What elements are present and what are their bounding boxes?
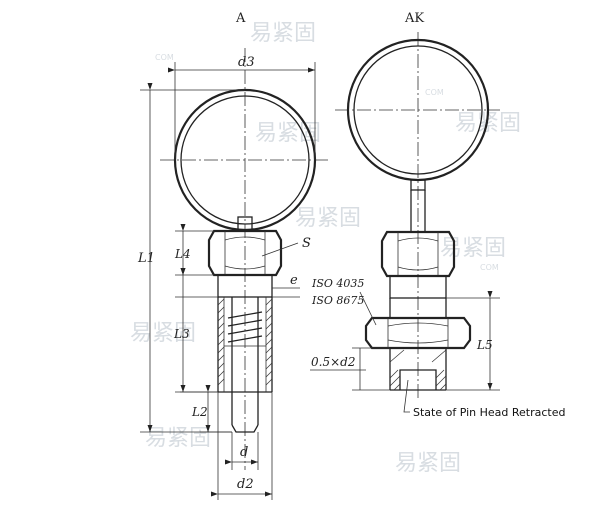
dim-L5: L5: [476, 338, 493, 352]
lock-nut-arc: [387, 322, 449, 327]
dimensions-a: d3 L1 L4 L3 L2 S e d: [137, 55, 316, 500]
watermark-small: COM: [480, 263, 499, 272]
view-ak: [335, 32, 500, 400]
retracted-note: State of Pin Head Retracted: [413, 406, 566, 419]
hex-body: [207, 229, 283, 277]
watermark: 易紧固: [295, 206, 361, 231]
spec-iso-4035: ISO 4035: [311, 277, 364, 290]
pull-ring-inner: [180, 95, 310, 225]
recess-hatching: [389, 349, 447, 391]
section-hatching: [217, 298, 273, 386]
body-collar: [217, 274, 273, 298]
watermark: 易紧固: [395, 451, 461, 476]
watermark-small: COM: [155, 53, 174, 62]
spec-thread: 0.5×d2: [311, 355, 355, 369]
pull-ring-inner-ak: [353, 45, 483, 175]
hex-chamfer-arc: [224, 265, 266, 270]
watermark: 易紧固: [145, 426, 211, 451]
watermark-small: COM: [425, 88, 444, 97]
hex-chamfer-ak: [397, 237, 439, 242]
spec-iso-8675: ISO 8675: [311, 294, 364, 307]
dim-d2: d2: [237, 477, 254, 492]
watermark: 易紧固: [250, 21, 316, 46]
S-leader: [261, 242, 299, 257]
dim-d3: d3: [238, 55, 255, 70]
hex-chamfer-arc: [224, 236, 266, 241]
watermark: 易紧固: [440, 236, 506, 261]
view-label-a: A: [235, 11, 246, 26]
dim-L3: L3: [173, 327, 190, 341]
dim-L4: L4: [174, 247, 191, 261]
watermark: 易紧固: [255, 121, 321, 146]
lock-nut: [364, 316, 472, 350]
view-label-ak: AK: [404, 11, 424, 26]
ring-neck-top-ak: [410, 179, 426, 191]
note-leader: [403, 379, 410, 413]
lock-nut-arc: [387, 339, 449, 344]
hex-chamfer-ak: [397, 266, 439, 271]
hex-body-ak: [380, 230, 456, 278]
dim-S: S: [302, 236, 311, 251]
pin-tip: [231, 424, 259, 433]
dimensions-ak: ISO 4035 ISO 8675 0.5×d2 L5 State of Pin…: [310, 277, 566, 419]
dim-L1: L1: [137, 251, 155, 266]
body-collar-ak: [389, 275, 447, 299]
spring: [227, 311, 263, 343]
pin-recess: [399, 369, 437, 390]
dim-d: d: [240, 445, 248, 460]
iso-leader: [359, 291, 377, 326]
dim-e: e: [290, 273, 298, 288]
dim-L2: L2: [191, 405, 208, 419]
